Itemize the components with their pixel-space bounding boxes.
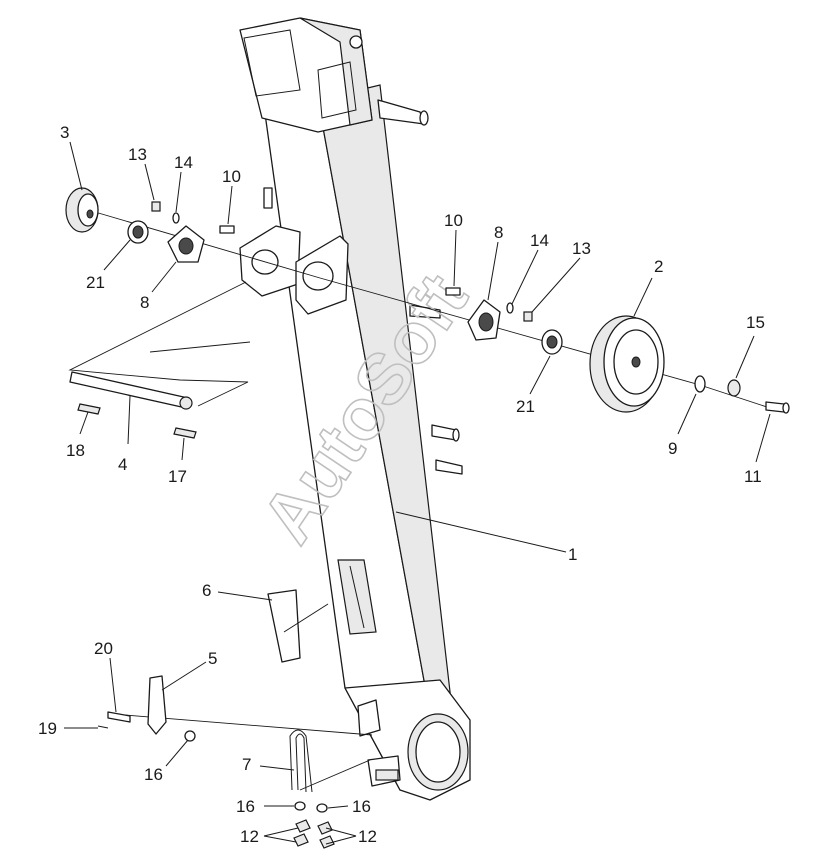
callout-13-left: 13: [128, 145, 147, 164]
part-16-washer-5: [184, 730, 196, 742]
part-4-shaft: [69, 371, 193, 410]
callout-8-right: 8: [494, 223, 503, 242]
callout-18: 18: [66, 441, 85, 460]
callout-8-left: 8: [140, 293, 149, 312]
part-21-bearing-right: [541, 329, 563, 355]
callout-labels: 3 13 14 10 21 8 10 8 14 13 2 15 21 9 11 …: [38, 123, 765, 846]
callout-14-left: 14: [174, 153, 193, 172]
leader-lines: [64, 141, 771, 845]
callout-11: 11: [744, 467, 762, 486]
part-5-bracket: [147, 675, 167, 735]
callout-5: 5: [208, 649, 217, 668]
part-18-key: [77, 403, 101, 415]
callout-21-right: 21: [516, 397, 535, 416]
part-16-washers-7: [294, 801, 328, 813]
part-12-nuts: [293, 819, 335, 849]
callout-2: 2: [654, 257, 663, 276]
part-3-pulley-left: [65, 187, 99, 233]
callout-13-right: 13: [572, 239, 591, 258]
part-14-washer-right: [506, 302, 514, 314]
callout-16-right: 16: [352, 797, 371, 816]
part-10-bolt-left: [219, 225, 235, 234]
callout-17: 17: [168, 467, 187, 486]
callout-19: 19: [38, 719, 57, 738]
callout-16-bracket: 16: [144, 765, 163, 784]
callout-12-right: 12: [358, 827, 377, 846]
callout-10-left: 10: [222, 167, 241, 186]
callout-3: 3: [60, 123, 69, 142]
callout-4: 4: [118, 455, 127, 474]
part-8-flange-right: [467, 299, 501, 341]
callout-16-left: 16: [236, 797, 255, 816]
part-2-pulley-right: [589, 315, 665, 413]
part-9-washer: [694, 375, 706, 393]
callout-7: 7: [242, 755, 251, 774]
part-15-nut: [727, 379, 741, 397]
callout-6: 6: [202, 581, 211, 600]
part-14-washer-left: [172, 212, 180, 224]
part-7-ubolt: [289, 729, 313, 793]
part-6-plate: [267, 589, 301, 663]
part-13-nut-right: [523, 311, 533, 322]
callout-10-right: 10: [444, 211, 463, 230]
callout-20: 20: [94, 639, 113, 658]
part-17-key: [173, 427, 197, 439]
part-11-bolt: [765, 401, 790, 414]
main-beam: [239, 17, 471, 801]
callout-12-left: 12: [240, 827, 259, 846]
part-8-flange-left: [167, 225, 205, 263]
callout-14-right: 14: [530, 231, 549, 250]
part-13-nut-left: [151, 201, 161, 212]
callout-21-left: 21: [86, 273, 105, 292]
callout-1: 1: [568, 545, 577, 564]
part-19-cotter: [97, 725, 109, 729]
part-21-bearing-left: [127, 220, 149, 244]
callout-9: 9: [668, 439, 677, 458]
part-20-pin: [107, 711, 131, 723]
part-10-bolt-right: [445, 287, 461, 296]
callout-15: 15: [746, 313, 765, 332]
